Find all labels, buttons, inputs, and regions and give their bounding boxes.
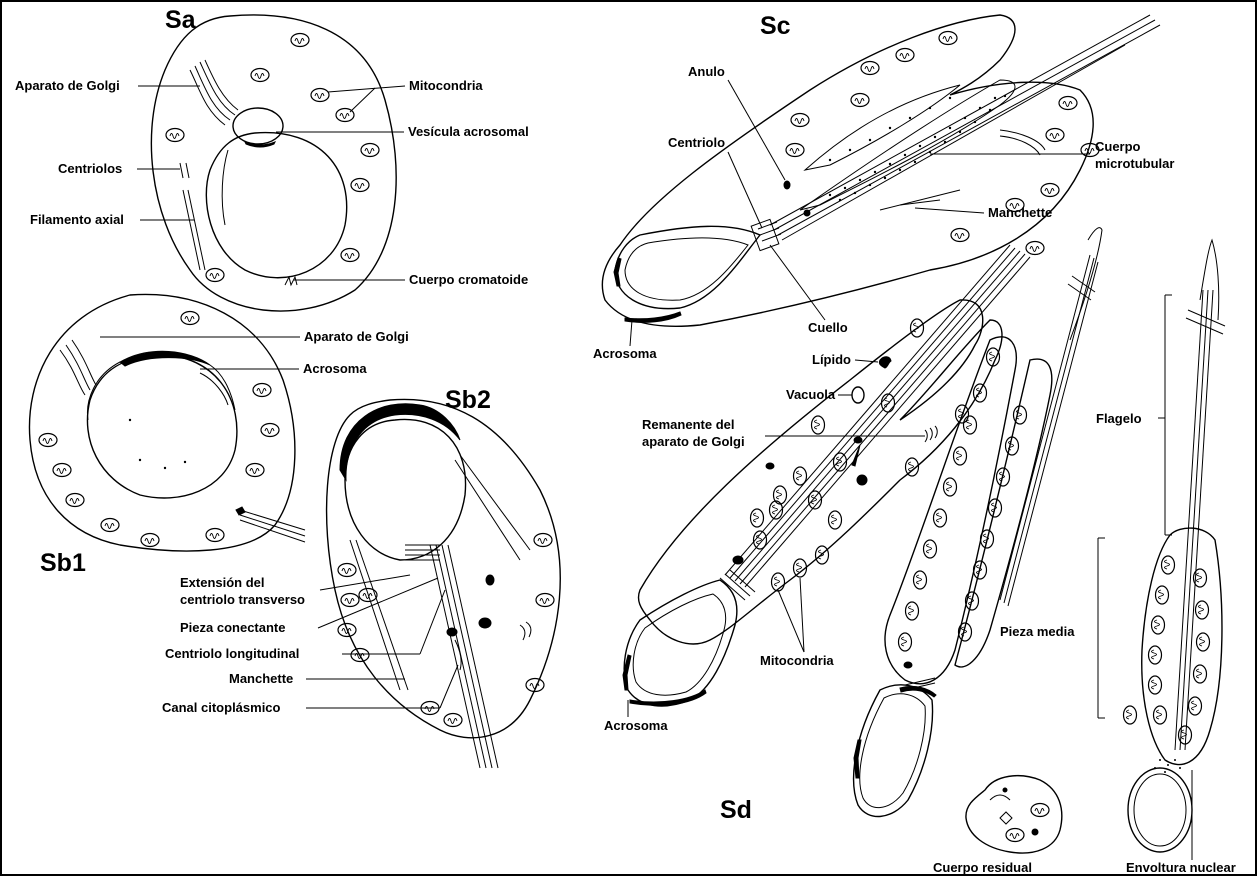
label-sb2-canal: Canal citoplásmico — [162, 700, 281, 715]
label-sc-acrosoma: Acrosoma — [593, 346, 657, 361]
label-sa-mitocondria: Mitocondria — [409, 78, 483, 93]
cell-sa — [151, 15, 396, 311]
label-sd-remanente-1: Remanente del — [642, 417, 734, 432]
label-sc-cuerpo-1: Cuerpo — [1095, 139, 1141, 154]
label-sa-centriolos: Centriolos — [58, 161, 122, 176]
leader-sb2-pieza — [318, 578, 438, 628]
leader-sa-mitocondria-b — [350, 88, 375, 112]
label-sa-cromatoide: Cuerpo cromatoide — [409, 272, 528, 287]
leader-sc-centriolo — [728, 152, 762, 228]
label-sb1-golgi: Aparato de Golgi — [304, 329, 409, 344]
bracket-flagelo — [1158, 295, 1172, 535]
cell-sd-3 — [1124, 240, 1226, 852]
stage-label-sd: Sd — [720, 796, 752, 824]
label-sa-vesicula: Vesícula acrosomal — [408, 124, 529, 139]
label-sc-cuello: Cuello — [808, 320, 848, 335]
label-sa-golgi: Aparato de Golgi — [15, 78, 120, 93]
label-sc-manchette: Manchette — [988, 205, 1052, 220]
label-sd-vacuola: Vacuola — [786, 387, 836, 402]
label-sd-pieza-media: Pieza media — [1000, 624, 1075, 639]
leader-sd-mitocondria-b — [800, 578, 804, 652]
stage-label-sb2: Sb2 — [445, 386, 491, 414]
label-sd-cuerpo-residual: Cuerpo residual — [933, 860, 1032, 875]
label-sc-centriolo: Centriolo — [668, 135, 725, 150]
cell-sb1 — [29, 294, 305, 551]
bracket-pieza-media — [1098, 538, 1105, 718]
label-sd-lipido: Lípido — [812, 352, 851, 367]
leader-sc-acrosoma — [630, 320, 632, 346]
label-sd-remanente-2: aparato de Golgi — [642, 434, 745, 449]
label-sd-mitocondria: Mitocondria — [760, 653, 834, 668]
leader-sa-mitocondria-a — [328, 86, 405, 92]
leader-sb2-canal-b — [440, 665, 458, 708]
label-sb2-centriolo-long: Centriolo longitudinal — [165, 646, 299, 661]
label-sb1-acrosoma: Acrosoma — [303, 361, 367, 376]
leader-sc-manchette — [915, 208, 984, 213]
label-sd-envoltura: Envoltura nuclear — [1126, 860, 1236, 875]
cell-sd-1 — [623, 245, 1030, 706]
cell-sd-2 — [854, 228, 1102, 817]
leader-sb2-centriolo-b — [420, 590, 445, 654]
label-sb2-manchette: Manchette — [229, 671, 293, 686]
label-sd-flagelo: Flagelo — [1096, 411, 1142, 426]
leader-sd-mitocondria-a — [778, 590, 804, 652]
label-sb2-pieza-conectante: Pieza conectante — [180, 620, 286, 635]
label-sc-anulo: Anulo — [688, 64, 725, 79]
stage-label-sa: Sa — [165, 6, 197, 34]
cell-sb2 — [327, 399, 561, 768]
leader-sc-anulo — [728, 80, 785, 180]
stage-label-sb1: Sb1 — [40, 549, 86, 577]
label-sb2-extension-2: centriolo transverso — [180, 592, 305, 607]
label-sb2-extension-1: Extensión del — [180, 575, 265, 590]
label-sc-cuerpo-2: microtubular — [1095, 156, 1174, 171]
residual-body — [966, 776, 1062, 853]
label-sd-acrosoma: Acrosoma — [604, 718, 668, 733]
label-sa-filamento: Filamento axial — [30, 212, 124, 227]
stage-label-sc: Sc — [760, 12, 791, 40]
